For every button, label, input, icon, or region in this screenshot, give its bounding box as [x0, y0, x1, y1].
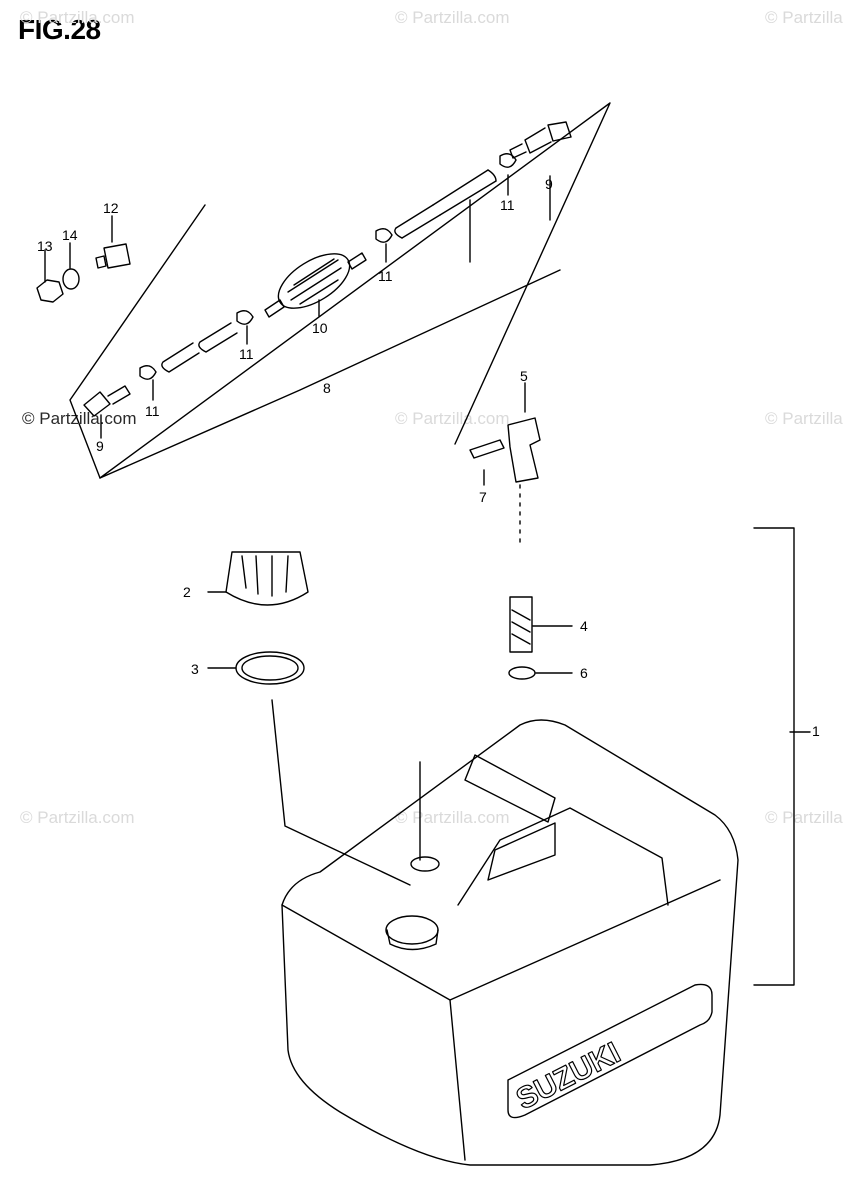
watermark: © Partzilla.com: [22, 409, 137, 428]
callout-label: 11: [500, 197, 515, 213]
callout-label: 3: [191, 661, 199, 677]
callout-label: 11: [378, 268, 393, 284]
callout-label: 6: [580, 665, 588, 681]
fuel-tank: [281, 719, 739, 1166]
callout-label: 5: [520, 368, 528, 384]
callout-label: 2: [183, 584, 191, 600]
hose-clip: [375, 228, 393, 243]
hose-clip: [236, 310, 254, 325]
callout-label: 4: [580, 618, 588, 634]
figure-title: FIG.28: [18, 14, 101, 45]
callout-label: 9: [545, 176, 553, 192]
tank-brand-logo: SUZUKI: [511, 1036, 625, 1116]
callout-label: 11: [239, 346, 254, 362]
callout-label: 9: [96, 438, 104, 454]
hose-clip: [499, 153, 517, 168]
callout-label: 12: [103, 200, 119, 216]
gasket: [207, 651, 411, 886]
assembly-bracket: [753, 527, 811, 986]
callout-label: 10: [312, 320, 328, 336]
hose-clip: [139, 365, 157, 380]
callout-label: 13: [37, 238, 53, 254]
watermark: © Partzilla.com: [395, 8, 510, 27]
fitting: [95, 243, 131, 269]
connector-left: [83, 385, 131, 417]
hex-nut: [36, 279, 64, 303]
filter-seal: [508, 666, 573, 680]
callout-label: 1: [812, 723, 820, 739]
callout-label: 11: [145, 403, 160, 419]
watermark: © Partzilla.com: [20, 808, 135, 827]
watermark: © Partzilla.com: [395, 409, 510, 428]
watermark: © Partzilla.com: [765, 409, 844, 428]
watermark: © Partzilla.com: [395, 808, 510, 827]
watermark: © Partzilla.com: [765, 8, 844, 27]
washer: [62, 268, 80, 290]
elbow-fitting: [469, 382, 541, 546]
connector-right: [509, 121, 572, 159]
callout-label: 14: [62, 227, 78, 243]
watermark: © Partzilla.com: [20, 8, 135, 27]
tank-cap: [207, 551, 309, 606]
watermark: © Partzilla.com: [765, 808, 844, 827]
primer-bulb: [264, 252, 367, 318]
fuel-hose-assembly: [36, 102, 611, 479]
callout-label: 7: [479, 489, 487, 505]
fuel-filter: [509, 596, 573, 653]
callout-label: 8: [323, 380, 331, 396]
callout-labels: 1 2 3 4 5 6 7 8 9 9 10 11 11 11 11 12 13…: [37, 176, 820, 1117]
